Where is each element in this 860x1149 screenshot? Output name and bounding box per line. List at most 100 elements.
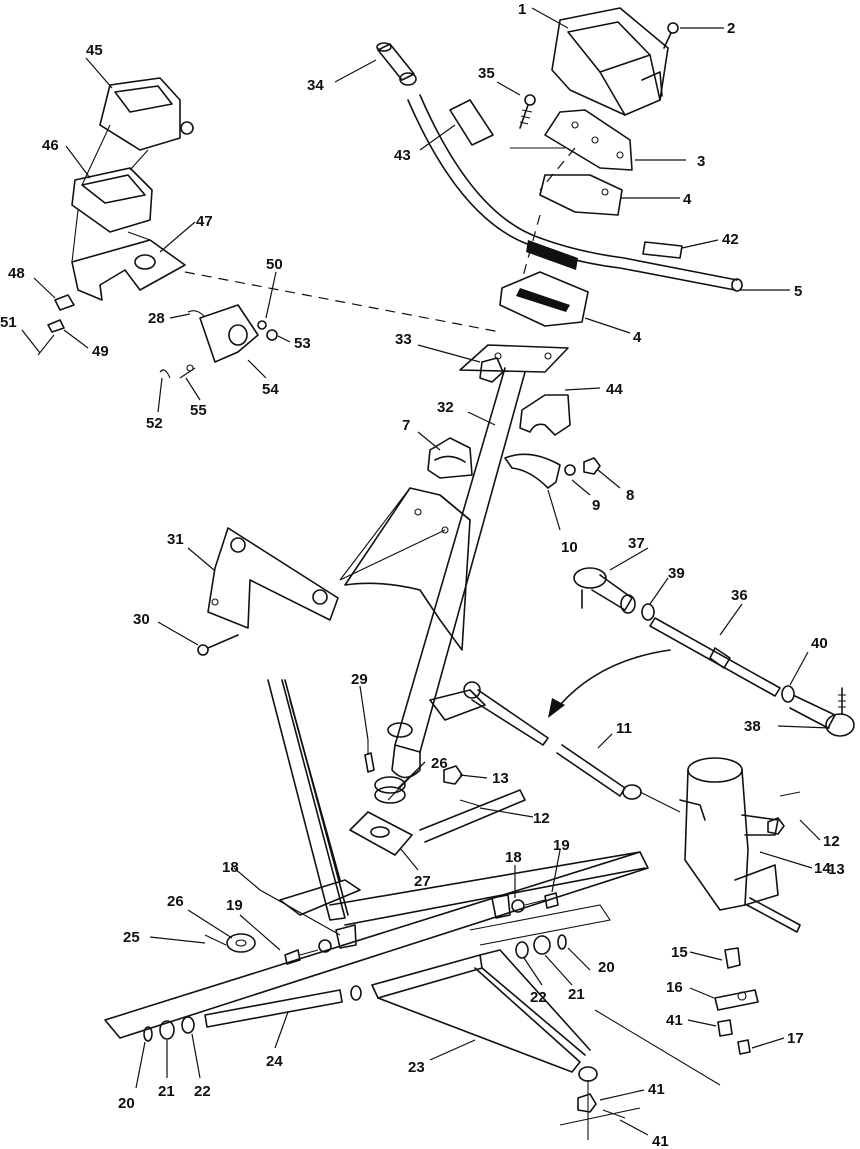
callout-12-center: 12 bbox=[533, 810, 550, 827]
block-48 bbox=[54, 294, 75, 311]
callout-47: 47 bbox=[196, 213, 213, 230]
washer-26-left bbox=[226, 933, 256, 953]
bushing-7 bbox=[427, 437, 473, 479]
nut-50 bbox=[257, 320, 267, 330]
callout-23: 23 bbox=[408, 1059, 425, 1076]
nut-13-center bbox=[443, 765, 463, 785]
callout-41-bottom: 41 bbox=[652, 1133, 669, 1149]
callout-45: 45 bbox=[86, 42, 103, 59]
callout-27: 27 bbox=[414, 873, 431, 890]
pitman-arm bbox=[387, 681, 549, 746]
clamp-plate bbox=[544, 109, 633, 171]
callout-3: 3 bbox=[697, 153, 705, 170]
washer-9 bbox=[564, 464, 576, 476]
callout-28: 28 bbox=[148, 310, 165, 327]
callout-17: 17 bbox=[787, 1030, 804, 1047]
clamp-strap bbox=[504, 453, 561, 489]
bolt-15 bbox=[724, 947, 741, 969]
screw-35 bbox=[519, 94, 536, 129]
spring-28 bbox=[187, 310, 205, 317]
callout-49: 49 bbox=[92, 343, 109, 360]
callout-48: 48 bbox=[8, 265, 25, 282]
bolt-30 bbox=[197, 634, 239, 656]
grip bbox=[376, 42, 417, 86]
callout-18-right: 18 bbox=[505, 849, 522, 866]
callout-37: 37 bbox=[628, 535, 645, 552]
clamp-block-upper bbox=[539, 174, 623, 216]
callout-12-right: 12 bbox=[823, 833, 840, 850]
callout-33: 33 bbox=[395, 331, 412, 348]
callout-54: 54 bbox=[262, 381, 279, 398]
steering-arm-16 bbox=[714, 989, 759, 1011]
callout-43: 43 bbox=[394, 147, 411, 164]
callout-8: 8 bbox=[626, 487, 634, 504]
washer-18-right bbox=[511, 899, 525, 913]
callout-13-right: 13 bbox=[828, 861, 845, 878]
nut-8 bbox=[583, 457, 601, 475]
cover-45 bbox=[99, 77, 194, 151]
bushing-set-left bbox=[143, 1016, 195, 1042]
tie-rod-end-37 bbox=[573, 567, 636, 614]
screw-2 bbox=[663, 22, 679, 49]
callout-29: 29 bbox=[351, 671, 368, 688]
hardware-lines-bottom bbox=[559, 1009, 721, 1140]
nut-13-right bbox=[767, 817, 785, 835]
callout-19-left: 19 bbox=[226, 897, 243, 914]
handlebar bbox=[407, 94, 743, 292]
callout-25: 25 bbox=[123, 929, 140, 946]
callout-16: 16 bbox=[666, 979, 683, 996]
bracket-54 bbox=[199, 304, 259, 363]
callout-21-left: 21 bbox=[158, 1083, 175, 1100]
housing-46 bbox=[71, 167, 153, 233]
pin-55 bbox=[179, 364, 196, 379]
jam-nut-39 bbox=[641, 603, 655, 621]
callout-30: 30 bbox=[133, 611, 150, 628]
tie-rod-11 bbox=[556, 744, 681, 813]
cotter-pin-12-right bbox=[779, 791, 801, 797]
callout-26-left: 26 bbox=[167, 893, 184, 910]
bushing-41-upper bbox=[717, 1019, 733, 1037]
spindle bbox=[679, 757, 801, 933]
decal-43 bbox=[449, 99, 494, 146]
callout-34: 34 bbox=[307, 77, 324, 94]
callout-39: 39 bbox=[668, 565, 685, 582]
callout-20-left: 20 bbox=[118, 1095, 135, 1112]
callout-32: 32 bbox=[437, 399, 454, 416]
leader-lines bbox=[21, 7, 831, 1136]
callout-31: 31 bbox=[167, 531, 184, 548]
callout-35: 35 bbox=[478, 65, 495, 82]
rod-24 bbox=[204, 985, 362, 1028]
pin-25 bbox=[204, 934, 227, 946]
bolt-17 bbox=[737, 1039, 751, 1055]
guide-lines-left bbox=[71, 124, 151, 263]
callout-38: 38 bbox=[744, 718, 761, 735]
bracket-left bbox=[335, 924, 357, 949]
bolt-19-left bbox=[284, 949, 319, 965]
nut-53 bbox=[266, 329, 278, 341]
callout-52: 52 bbox=[146, 415, 163, 432]
callout-4-upper: 4 bbox=[683, 191, 692, 208]
direction-arrow bbox=[548, 649, 671, 718]
callout-53: 53 bbox=[294, 335, 311, 352]
callout-10: 10 bbox=[561, 539, 578, 556]
callout-5: 5 bbox=[794, 283, 802, 300]
lock-nut-33 bbox=[479, 357, 504, 383]
callout-46: 46 bbox=[42, 137, 59, 154]
callout-41-middle: 41 bbox=[648, 1081, 665, 1098]
bearing-26 bbox=[374, 776, 406, 804]
callout-19-right: 19 bbox=[553, 837, 570, 854]
callout-40: 40 bbox=[811, 635, 828, 652]
callout-21-right: 21 bbox=[568, 986, 585, 1003]
callout-36: 36 bbox=[731, 587, 748, 604]
mounting-bracket bbox=[207, 527, 339, 629]
callout-2: 2 bbox=[727, 20, 735, 37]
callout-51: 51 bbox=[0, 314, 17, 331]
callout-50: 50 bbox=[266, 256, 283, 273]
jam-nut-40 bbox=[781, 685, 795, 703]
fitting-29 bbox=[364, 740, 375, 773]
steering-post bbox=[391, 344, 569, 779]
callout-20-right: 20 bbox=[598, 959, 615, 976]
callout-24: 24 bbox=[266, 1053, 283, 1070]
bushing-set-right bbox=[515, 934, 567, 959]
